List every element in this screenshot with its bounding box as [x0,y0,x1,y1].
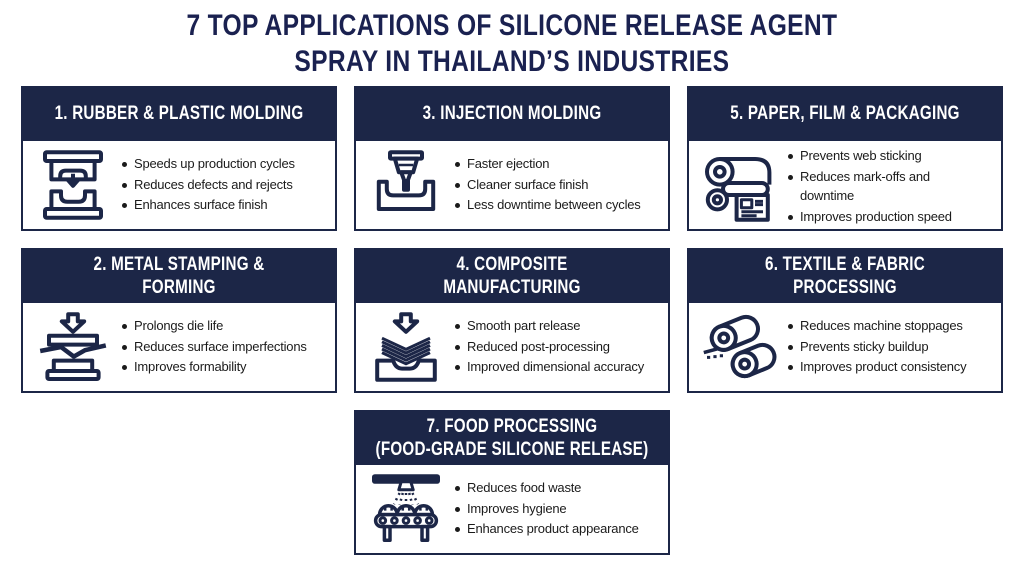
card-title: 7. FOOD PROCESSING (FOOD-GRADE SILICONE … [375,416,649,460]
bullet-item: Reduces food waste [454,479,660,498]
bullet-item: Improves formability [121,358,327,377]
card-title: 3. INJECTION MOLDING [422,103,602,125]
card-body: Reduces machine stoppages Prevents stick… [689,303,1001,391]
page-title: 7 TOP APPLICATIONS OF SILICONE RELEASE A… [21,8,1003,80]
bullet-item: Smooth part release [454,317,660,336]
card-header: 2. METAL STAMPING & FORMING [23,250,335,303]
card-header: 3. INJECTION MOLDING [356,88,668,141]
bullet-item: Prevents web sticking [787,147,993,166]
card-textile-fabric-processing: 6. TEXTILE & FABRIC PROCESSING [687,248,1003,393]
card-header: 6. TEXTILE & FABRIC PROCESSING [689,250,1001,303]
bullet-item: Reduces mark-offs and downtime [787,168,993,206]
card-body: Reduces food waste Improves hygiene Enha… [356,465,668,553]
card-title: 2. METAL STAMPING & FORMING [93,254,265,298]
bullet-item: Prolongs die life [121,317,327,336]
bullet-list: Faster ejection Cleaner surface finish L… [448,153,662,218]
bullet-list: Reduces machine stoppages Prevents stick… [781,315,995,380]
bullet-list: Smooth part release Reduced post-process… [448,315,662,380]
card-header: 4. COMPOSITE MANUFACTURING [356,250,668,303]
bullet-item: Improves hygiene [454,500,660,519]
card-injection-molding: 3. INJECTION MOLDING Faster ejection Cl [354,86,670,231]
card-body: Prolongs die life Reduces surface imperf… [23,303,335,391]
bullet-list: Speeds up production cycles Reduces defe… [115,153,329,218]
cards-grid: 1. RUBBER & PLASTIC MOLDING Speeds up pr… [21,86,1003,555]
card-body: Prevents web sticking Reduces mark-offs … [689,141,1001,232]
card-header: 7. FOOD PROCESSING (FOOD-GRADE SILICONE … [356,412,668,465]
card-body: Faster ejection Cleaner surface finish L… [356,141,668,229]
bullet-item: Prevents sticky buildup [787,338,993,357]
card-header: 5. PAPER, FILM & PACKAGING [689,88,1001,141]
bullet-item: Improved dimensional accuracy [454,358,660,377]
metal-stamping-icon [31,310,115,384]
card-title: 4. COMPOSITE MANUFACTURING [443,254,581,298]
bullet-item: Enhances product appearance [454,520,660,539]
bullet-list: Prevents web sticking Reduces mark-offs … [781,145,995,228]
bullet-item: Less downtime between cycles [454,196,660,215]
composite-layers-icon [364,310,448,384]
food-conveyor-icon [364,472,448,546]
injection-molding-icon [364,148,448,222]
page-title-text: 7 TOP APPLICATIONS OF SILICONE RELEASE A… [186,9,838,78]
paper-roll-icon [697,150,781,224]
bullet-item: Reduces surface imperfections [121,338,327,357]
fabric-rolls-icon [697,310,781,384]
bullet-list: Reduces food waste Improves hygiene Enha… [448,477,662,542]
bullet-item: Cleaner surface finish [454,176,660,195]
bullet-list: Prolongs die life Reduces surface imperf… [115,315,329,380]
card-paper-film-packaging: 5. PAPER, FILM & PACKAGING [687,86,1003,231]
card-body: Speeds up production cycles Reduces defe… [23,141,335,229]
mold-press-icon [31,148,115,222]
card-body: Smooth part release Reduced post-process… [356,303,668,391]
bullet-item: Speeds up production cycles [121,155,327,174]
card-title: 1. RUBBER & PLASTIC MOLDING [54,103,304,125]
card-composite-manufacturing: 4. COMPOSITE MANUFACTURING Smooth pa [354,248,670,393]
card-rubber-plastic-molding: 1. RUBBER & PLASTIC MOLDING Speeds up pr… [21,86,337,231]
bullet-item: Reduced post-processing [454,338,660,357]
bullet-item: Faster ejection [454,155,660,174]
card-food-processing: 7. FOOD PROCESSING (FOOD-GRADE SILICONE … [354,410,670,555]
bullet-item: Reduces machine stoppages [787,317,993,336]
bullet-item: Enhances surface finish [121,196,327,215]
card-title: 5. PAPER, FILM & PACKAGING [730,103,960,125]
bullet-item: Reduces defects and rejects [121,176,327,195]
bullet-item: Improves product consistency [787,358,993,377]
infographic-page: 7 TOP APPLICATIONS OF SILICONE RELEASE A… [0,8,1024,567]
bullet-item: Improves production speed [787,208,993,227]
card-header: 1. RUBBER & PLASTIC MOLDING [23,88,335,141]
card-metal-stamping-forming: 2. METAL STAMPING & FORMING Prolongs die… [21,248,337,393]
card-title: 6. TEXTILE & FABRIC PROCESSING [765,254,925,298]
